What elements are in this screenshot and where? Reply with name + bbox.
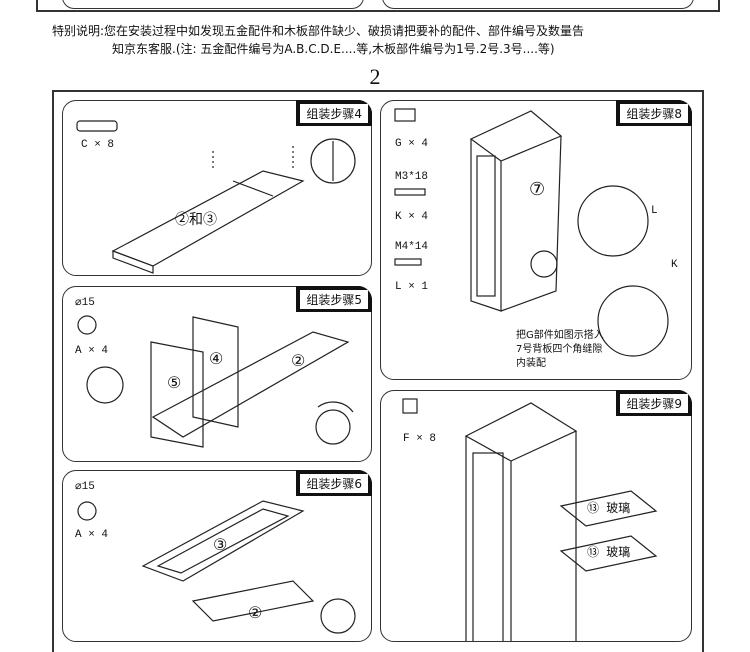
step-5-title: 组装步骤5: [296, 286, 372, 312]
assembly-callout: 把G部件如图示搭入7号背板四个角缝隙内装配: [516, 330, 604, 369]
step-9-panel: F × 8 ⑬ 玻璃 ⑬ 玻璃 组装步骤9: [380, 390, 692, 642]
step-5-panel: ⌀15 A × 4 ④ ⑤ ② 组装步骤5: [62, 286, 372, 462]
step-title-text: 组装步骤6: [300, 474, 368, 493]
page-frame: [52, 90, 704, 652]
special-note: 特别说明:您在安装过程中如发现五金配件和木板部件缺少、破损请把要补的配件、部件编…: [52, 22, 732, 58]
page-number: 2: [369, 64, 381, 89]
part-a-qty: A × 4: [75, 345, 109, 357]
part-g-qty: G × 4: [395, 138, 429, 150]
board-label: ②和③: [175, 213, 217, 229]
note-line-2: 知京东客服.(注: 五金配件编号为A.B.C.D.E....等,木板部件编号为1…: [112, 42, 555, 56]
step-8-title: 组装步骤8: [616, 100, 692, 126]
previous-panel-left: [62, 0, 364, 9]
step-9-title: 组装步骤9: [616, 390, 692, 416]
board-3-label: ③: [213, 537, 228, 555]
step-4-title: 组装步骤4: [296, 100, 372, 126]
part-l-size: M4*14: [395, 241, 429, 253]
screw-l-label: L: [651, 205, 658, 217]
step-title-text: 组装步骤4: [300, 104, 368, 123]
note-line-1: 特别说明:您在安装过程中如发现五金配件和木板部件缺少、破损请把要补的配件、部件编…: [52, 24, 585, 38]
board-4-label: ④: [209, 351, 224, 369]
step-9-diagram: [402, 398, 658, 641]
part-f-qty: F × 8: [403, 433, 437, 445]
board-2-label: ②: [248, 605, 263, 623]
step-title-text: 组装步骤8: [620, 104, 688, 123]
step-8-panel: G × 4 M3*18 K × 4 M4*14 L × 1 ⑦ L K 把G部件…: [380, 100, 692, 380]
part-a-size: ⌀15: [75, 297, 95, 309]
glass-label-2: ⑬ 玻璃: [587, 546, 631, 560]
previous-panel-right: [382, 0, 694, 9]
step-4-diagram: [76, 120, 356, 274]
previous-page-frame: [36, 0, 720, 12]
part-a-size: ⌀15: [75, 481, 95, 493]
glass-label-1: ⑬ 玻璃: [587, 502, 631, 516]
part-l-qty: L × 1: [395, 281, 429, 293]
step-5-diagram: [77, 315, 354, 448]
part-c-qty: C × 8: [81, 139, 115, 151]
part-k-qty: K × 4: [395, 211, 429, 223]
step-title-text: 组装步骤5: [300, 290, 368, 309]
board-2-label: ②: [291, 353, 306, 371]
step-8-diagram: [394, 108, 669, 357]
screw-k-label: K: [671, 259, 678, 271]
part-k-size: M3*18: [395, 171, 429, 183]
step-6-diagram: [77, 500, 356, 634]
step-6-title: 组装步骤6: [296, 470, 372, 496]
board-5-label: ⑤: [167, 375, 182, 393]
part-a-qty: A × 4: [75, 529, 109, 541]
step-6-panel: ⌀15 A × 4 ③ ② 组装步骤6: [62, 470, 372, 642]
step-4-panel: C × 8 ②和③ 组装步骤4: [62, 100, 372, 276]
step-title-text: 组装步骤9: [620, 394, 688, 413]
board-7-label: ⑦: [529, 181, 546, 201]
